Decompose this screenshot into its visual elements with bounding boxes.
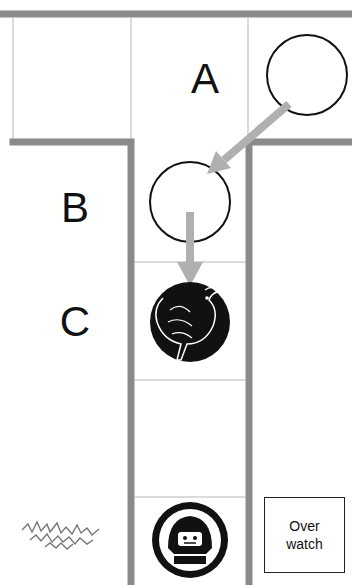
walls bbox=[0, 14, 352, 585]
token-circle bbox=[267, 35, 347, 115]
move-arrow bbox=[177, 212, 203, 286]
box-text: Over watch bbox=[270, 517, 339, 553]
monster-token bbox=[150, 282, 230, 362]
cell-label: C bbox=[60, 301, 90, 343]
cell-label: B bbox=[61, 187, 89, 229]
cell-label: A bbox=[191, 58, 219, 100]
rubble-scribble bbox=[22, 522, 99, 549]
move-arrow bbox=[207, 104, 289, 174]
overwatch-box: Over watch bbox=[264, 497, 345, 573]
hero-token bbox=[152, 502, 228, 578]
